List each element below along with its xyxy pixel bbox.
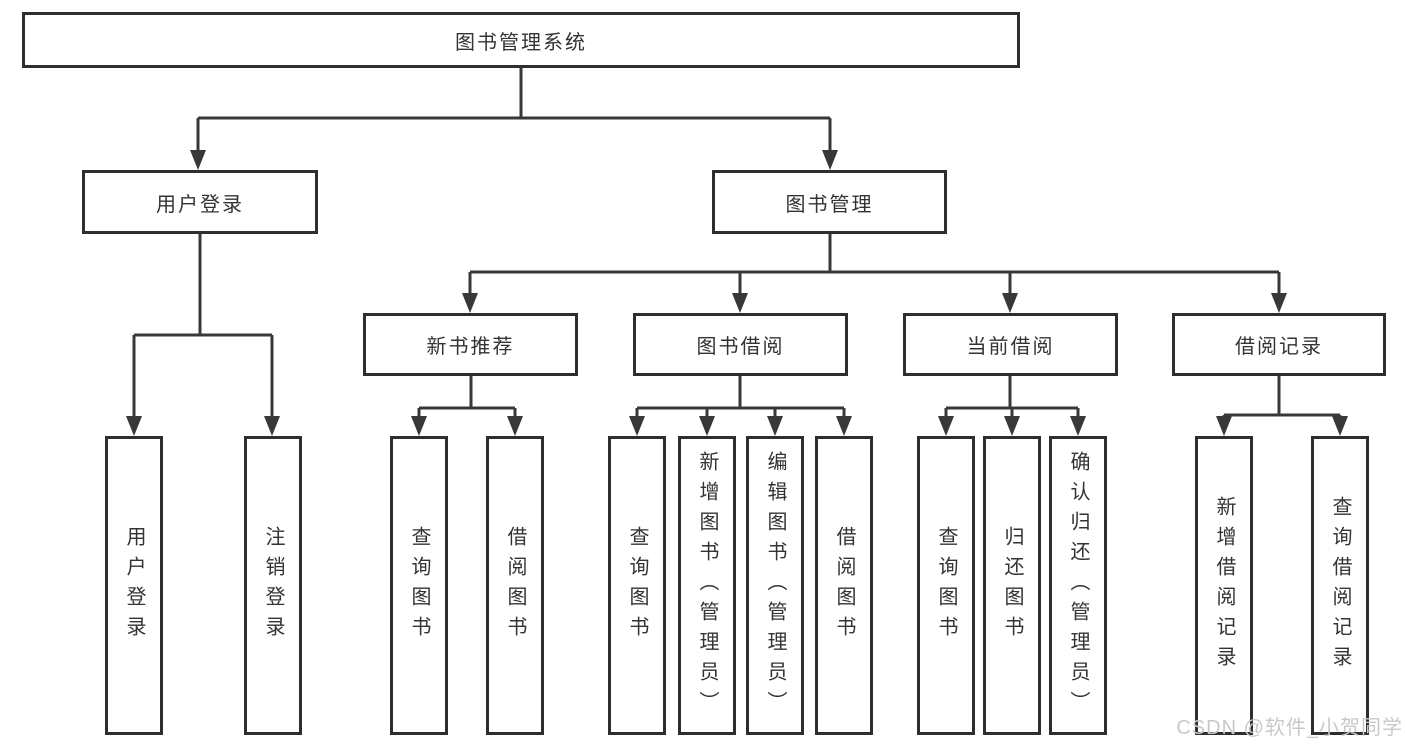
node-search-books-borrow: 查询图书 — [608, 436, 666, 735]
node-borrow-books-leaf-label: 借阅图书 — [833, 525, 855, 646]
node-search-books-recommend-label: 查询图书 — [408, 525, 430, 646]
node-confirm-return-admin-label: 确认归还（管理员） — [1067, 450, 1089, 721]
node-confirm-return-admin: 确认归还（管理员） — [1049, 436, 1107, 735]
node-edit-book-admin: 编辑图书（管理员） — [746, 436, 804, 735]
node-book-management: 图书管理 — [712, 170, 947, 234]
arrowheads — [126, 150, 1348, 436]
node-borrow-books-recommend-label: 借阅图书 — [504, 525, 526, 646]
node-borrow-books-leaf: 借阅图书 — [815, 436, 873, 735]
node-search-borrow-record-label: 查询借阅记录 — [1329, 495, 1351, 676]
node-borrow-records: 借阅记录 — [1172, 313, 1386, 376]
node-book-borrow: 图书借阅 — [633, 313, 848, 376]
node-search-books-borrow-label: 查询图书 — [626, 525, 648, 646]
node-user-login-leaf-label: 用户登录 — [123, 525, 145, 646]
node-add-book-admin: 新增图书（管理员） — [678, 436, 736, 735]
node-search-books-current: 查询图书 — [917, 436, 975, 735]
node-logout-leaf-label: 注销登录 — [262, 525, 284, 646]
node-new-book-recommend: 新书推荐 — [363, 313, 578, 376]
node-search-books-recommend: 查询图书 — [390, 436, 448, 735]
node-return-book: 归还图书 — [983, 436, 1041, 735]
node-root: 图书管理系统 — [22, 12, 1020, 68]
node-return-book-label: 归还图书 — [1001, 525, 1023, 646]
node-current-borrow: 当前借阅 — [903, 313, 1118, 376]
node-user-login-leaf: 用户登录 — [105, 436, 163, 735]
node-search-books-current-label: 查询图书 — [935, 525, 957, 646]
node-add-borrow-record: 新增借阅记录 — [1195, 436, 1253, 735]
node-logout-leaf: 注销登录 — [244, 436, 302, 735]
node-edit-book-admin-label: 编辑图书（管理员） — [764, 450, 786, 721]
node-user-login-branch: 用户登录 — [82, 170, 318, 234]
node-add-borrow-record-label: 新增借阅记录 — [1213, 495, 1235, 676]
node-borrow-books-recommend: 借阅图书 — [486, 436, 544, 735]
node-add-book-admin-label: 新增图书（管理员） — [696, 450, 718, 721]
node-search-borrow-record: 查询借阅记录 — [1311, 436, 1369, 735]
